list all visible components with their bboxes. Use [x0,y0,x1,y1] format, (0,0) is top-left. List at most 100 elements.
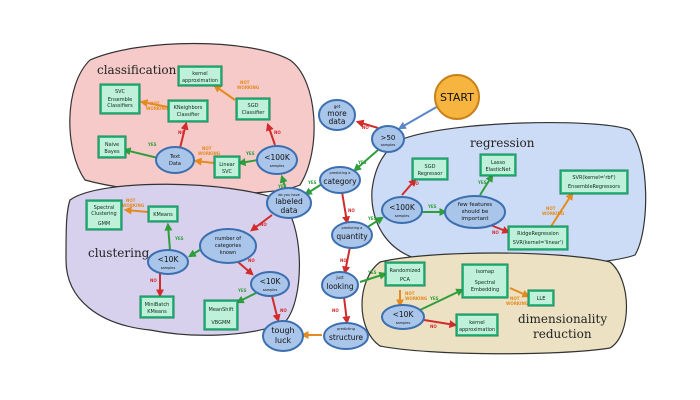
estimator-kmeans[interactable]: KMeans [147,205,179,223]
edge-text-kneighbors [179,121,189,149]
decision-reg-100k[interactable]: <100K samples [381,196,423,224]
estimator-minibatch-kmeans[interactable]: MiniBatch KMeans [139,295,175,319]
edge-gt50-category [353,149,379,172]
estimator-svc-ensemble[interactable]: SVC Ensemble Classifiers [99,83,141,115]
decision-dim-10k[interactable]: <10K samples [381,304,425,330]
svg-text:more: more [327,109,347,118]
estimator-lle[interactable]: LLE [527,289,555,307]
edge-labels: NO YES YES NO YES NO NO YES NOT WORKING … [122,80,564,329]
label-not: NOT [240,80,250,85]
decision-looking[interactable]: just looking [321,271,359,299]
edge-clucats-10kb [237,261,254,276]
svg-text:Regressor: Regressor [418,171,444,177]
label-no: NO [150,278,157,283]
svg-text:SGD: SGD [248,103,259,109]
label-yes: YES [429,296,439,301]
estimator-linear-svc[interactable]: Linear SVC [213,155,241,179]
estimator-naive-bayes[interactable]: Naive Bayes [97,135,127,159]
label-working: WORKING [542,211,564,216]
estimator-svr-rbf-ensemble[interactable]: SVR(kernel='rbf') EnsembleRegressors [559,169,629,195]
label-no: NO [430,324,437,329]
decision-clu-10k[interactable]: <10K samples [147,249,189,275]
decision-quantity[interactable]: predicting a quantity [331,221,373,249]
edge-ridge-svr [549,191,574,229]
label-not: NOT [510,296,520,301]
decision-category[interactable]: predicting a category [319,166,361,194]
label-yes: YES [277,184,287,189]
label-no: NO [340,258,347,263]
decision-tough-luck[interactable]: tough luck [262,320,304,352]
decision-labeled-data[interactable]: do you have labeled data [266,187,312,219]
label-working: WORKING [122,203,144,208]
edge-linsvc-text [193,157,215,166]
estimator-sgd-regressor[interactable]: SGD Regressor [411,157,449,181]
dimensionality-title-1: dimensionality [518,312,607,326]
estimator-kernel-approx-cls[interactable]: kernel approximation [177,65,223,87]
label-working: WORKING [146,106,168,111]
svg-text:<100K: <100K [264,153,291,162]
svg-text:data: data [329,117,346,126]
estimator-kneighbors[interactable]: KNeighbors Classifier [167,99,209,123]
estimator-isomap-spectral[interactable]: Isomap Spectral Embedding [461,263,509,299]
estimator-randomized-pca[interactable]: Randomized PCA [384,261,426,287]
label-yes: YES [357,160,367,165]
estimator-spectral-clustering[interactable]: Spectral Clustering GMM [85,199,123,231]
estimator-ridge-svr-linear[interactable]: RidgeRegression SVR(kernel='linear') [507,225,569,251]
decision-structure[interactable]: predicting structure [323,322,369,350]
estimator-meanshift[interactable]: MeanShift VBGMM [203,299,239,331]
label-yes: YES [174,236,184,241]
svg-text:looking: looking [326,282,353,291]
clustering-title: clustering [88,246,150,260]
label-yes: YES [307,180,317,185]
decision-clu-categories[interactable]: number of categories known [199,228,257,264]
edge-isomap-lle [509,287,531,298]
svg-text:EnsembleRegressors: EnsembleRegressors [568,184,620,190]
svg-text:<10K: <10K [393,310,415,319]
svg-text:KMeans: KMeans [147,309,167,315]
edge-start-gt50 [397,104,441,130]
label-yes: YES [367,270,377,275]
decision-clu-10k-b[interactable]: <10K samples [250,271,290,297]
decision-text-data[interactable]: Text Data [155,146,195,174]
edge-cls100k-sgd [266,122,276,146]
svg-text:tough: tough [271,326,294,335]
svg-text:Classifier: Classifier [242,110,266,116]
svg-text:labeled: labeled [275,197,303,206]
svg-text:Lasso: Lasso [491,160,505,166]
svg-text:GMM: GMM [98,221,111,227]
svg-text:Clustering: Clustering [91,211,116,217]
svg-text:samples: samples [395,214,410,218]
decision-gt50-samples[interactable]: >50 samples [371,125,405,153]
dimensionality-region [361,252,627,355]
svg-text:data: data [281,206,298,215]
edge-text-naive [122,147,159,159]
label-working: WORKING [237,85,259,90]
edge-labeled-clucats [250,214,273,232]
svg-text:SVC: SVC [222,169,233,175]
svg-text:samples: samples [396,321,411,325]
start-label: START [440,91,474,104]
regression-title: regression [470,136,535,150]
estimator-sgd-classifier[interactable]: SGD Classifier [235,97,271,121]
estimator-lasso-elasticnet[interactable]: Lasso ElasticNet [479,153,517,177]
edge-10kb-tough [271,295,281,323]
svg-text:samples: samples [161,266,176,270]
svg-text:Spectral: Spectral [475,280,496,286]
estimator-kernel-approx-dim[interactable]: kernel approximation [455,313,499,337]
svg-text:category: category [323,177,357,186]
start-node[interactable]: START [434,74,480,120]
edge-10k-kmeans [164,222,173,251]
svg-text:known: known [220,250,236,256]
decision-reg-few-features[interactable]: few features should be important [444,195,506,229]
svg-text:Ensemble: Ensemble [108,97,133,103]
svg-text:SVR(kernel='rbf'): SVR(kernel='rbf') [572,175,615,181]
svg-text:just: just [335,275,344,280]
label-yes: YES [237,288,247,293]
svg-text:get: get [334,104,341,109]
svg-text:predicting a: predicting a [330,171,351,175]
decision-more-data[interactable]: get more data [318,99,356,131]
svg-text:KNeighbors: KNeighbors [174,105,203,111]
decision-cls-100k[interactable]: <100K samples [256,145,298,175]
label-working: WORKING [198,151,220,156]
label-not: NOT [202,146,212,151]
